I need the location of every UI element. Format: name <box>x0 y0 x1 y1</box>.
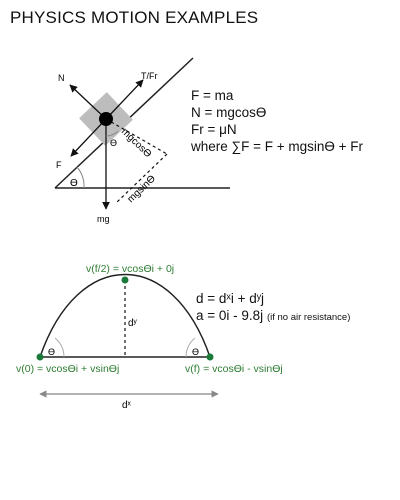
friction-force-label: F <box>56 160 62 170</box>
range-label: dˣ <box>122 400 132 411</box>
weight-label: mg <box>97 214 110 224</box>
start-point <box>36 353 44 361</box>
equation-acceleration: a = 0i - 9.8j <box>196 308 264 323</box>
equation-acceleration-row: a = 0i - 9.8j (if no air resistance) <box>196 308 350 323</box>
incline-angle-arc <box>76 166 85 189</box>
equation-normal: N = mgcosϴ <box>191 105 267 120</box>
launch-angle-arc <box>54 337 65 358</box>
equation-newton: F = ma <box>191 88 234 103</box>
landing-angle-arc <box>185 337 196 358</box>
landing-angle-label: ϴ <box>192 347 199 357</box>
block-angle-label: ϴ <box>110 138 117 148</box>
acceleration-note: (if no air resistance) <box>266 312 351 323</box>
equation-friction: Fr = μN <box>191 122 237 137</box>
height-label: dʸ <box>128 318 138 329</box>
end-point <box>206 353 214 361</box>
block-angle-arc <box>105 130 119 137</box>
peak-velocity-label: v(f/2) = vcosϴi + 0j <box>86 263 174 275</box>
start-velocity-label: v(0) = vcosϴi + vsinϴj <box>16 363 119 375</box>
normal-force-label: N <box>58 73 65 83</box>
equation-net-force: where ∑F = F + mgsinϴ + Fr <box>191 139 364 154</box>
launch-angle-label: ϴ <box>48 347 55 357</box>
normal-force-arrow <box>69 84 107 120</box>
incline-angle-label: ϴ <box>70 178 78 189</box>
projectile-diagram: ϴ ϴ v(f/2) = vcosϴi + 0j v(0) = vcosϴi +… <box>16 263 283 411</box>
equation-displacement: d = dˣi + dʸj <box>196 291 265 306</box>
friction-force-arrow <box>70 118 107 157</box>
end-velocity-label: v(f) = vcosϴi - vsinϴj <box>185 363 283 375</box>
projectile-trajectory <box>39 273 211 358</box>
applied-force-label: T/Fr <box>141 71 158 81</box>
peak-point <box>121 276 129 284</box>
page-title: PHYSICS MOTION EXAMPLES <box>10 8 259 27</box>
block-center-point <box>99 112 113 126</box>
applied-force-arrow <box>105 79 144 120</box>
